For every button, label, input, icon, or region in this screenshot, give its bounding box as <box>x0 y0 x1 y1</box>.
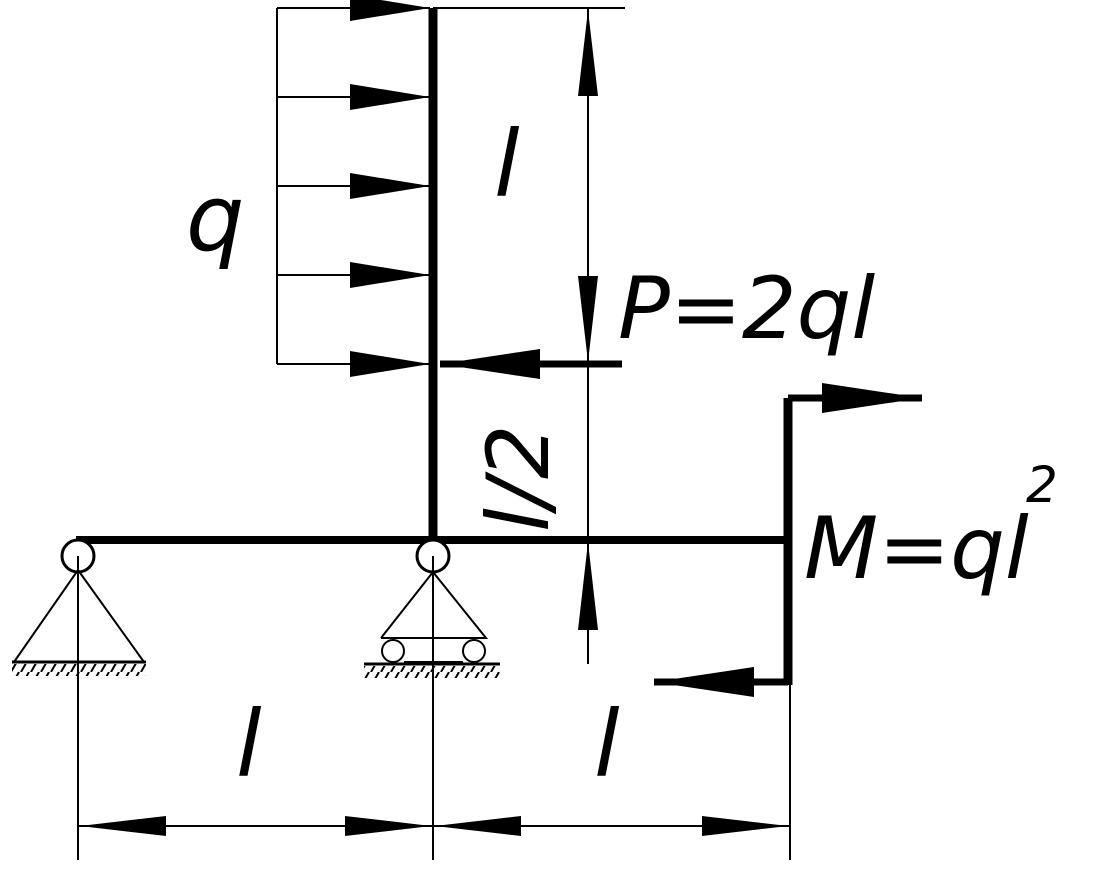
moment-couple <box>654 383 922 697</box>
span-arrow-4 <box>702 816 788 836</box>
roller-wheel-left <box>381 639 405 663</box>
dim-arrow-upper-bottom <box>578 276 598 362</box>
dim-arrow-beam <box>578 542 598 630</box>
label-upper-length: l <box>494 111 520 218</box>
label-force-p: P=2ql <box>618 259 875 359</box>
label-moment-m: M=ql <box>804 499 1029 599</box>
roller-wheel-right <box>462 639 486 663</box>
label-span-left: l <box>236 691 262 798</box>
span-arrow-1 <box>80 816 166 836</box>
distributed-load-q <box>276 0 430 377</box>
span-arrow-3 <box>435 816 521 836</box>
label-span-right: l <box>594 691 620 798</box>
span-arrow-2 <box>345 816 431 836</box>
label-lower-length: l/2 <box>469 424 569 532</box>
label-q: q <box>186 165 244 272</box>
vertical-dimension <box>578 8 598 664</box>
horizontal-dimensions <box>77 556 791 860</box>
dim-arrow-top <box>578 10 598 96</box>
label-moment-power: 2 <box>1026 456 1058 514</box>
